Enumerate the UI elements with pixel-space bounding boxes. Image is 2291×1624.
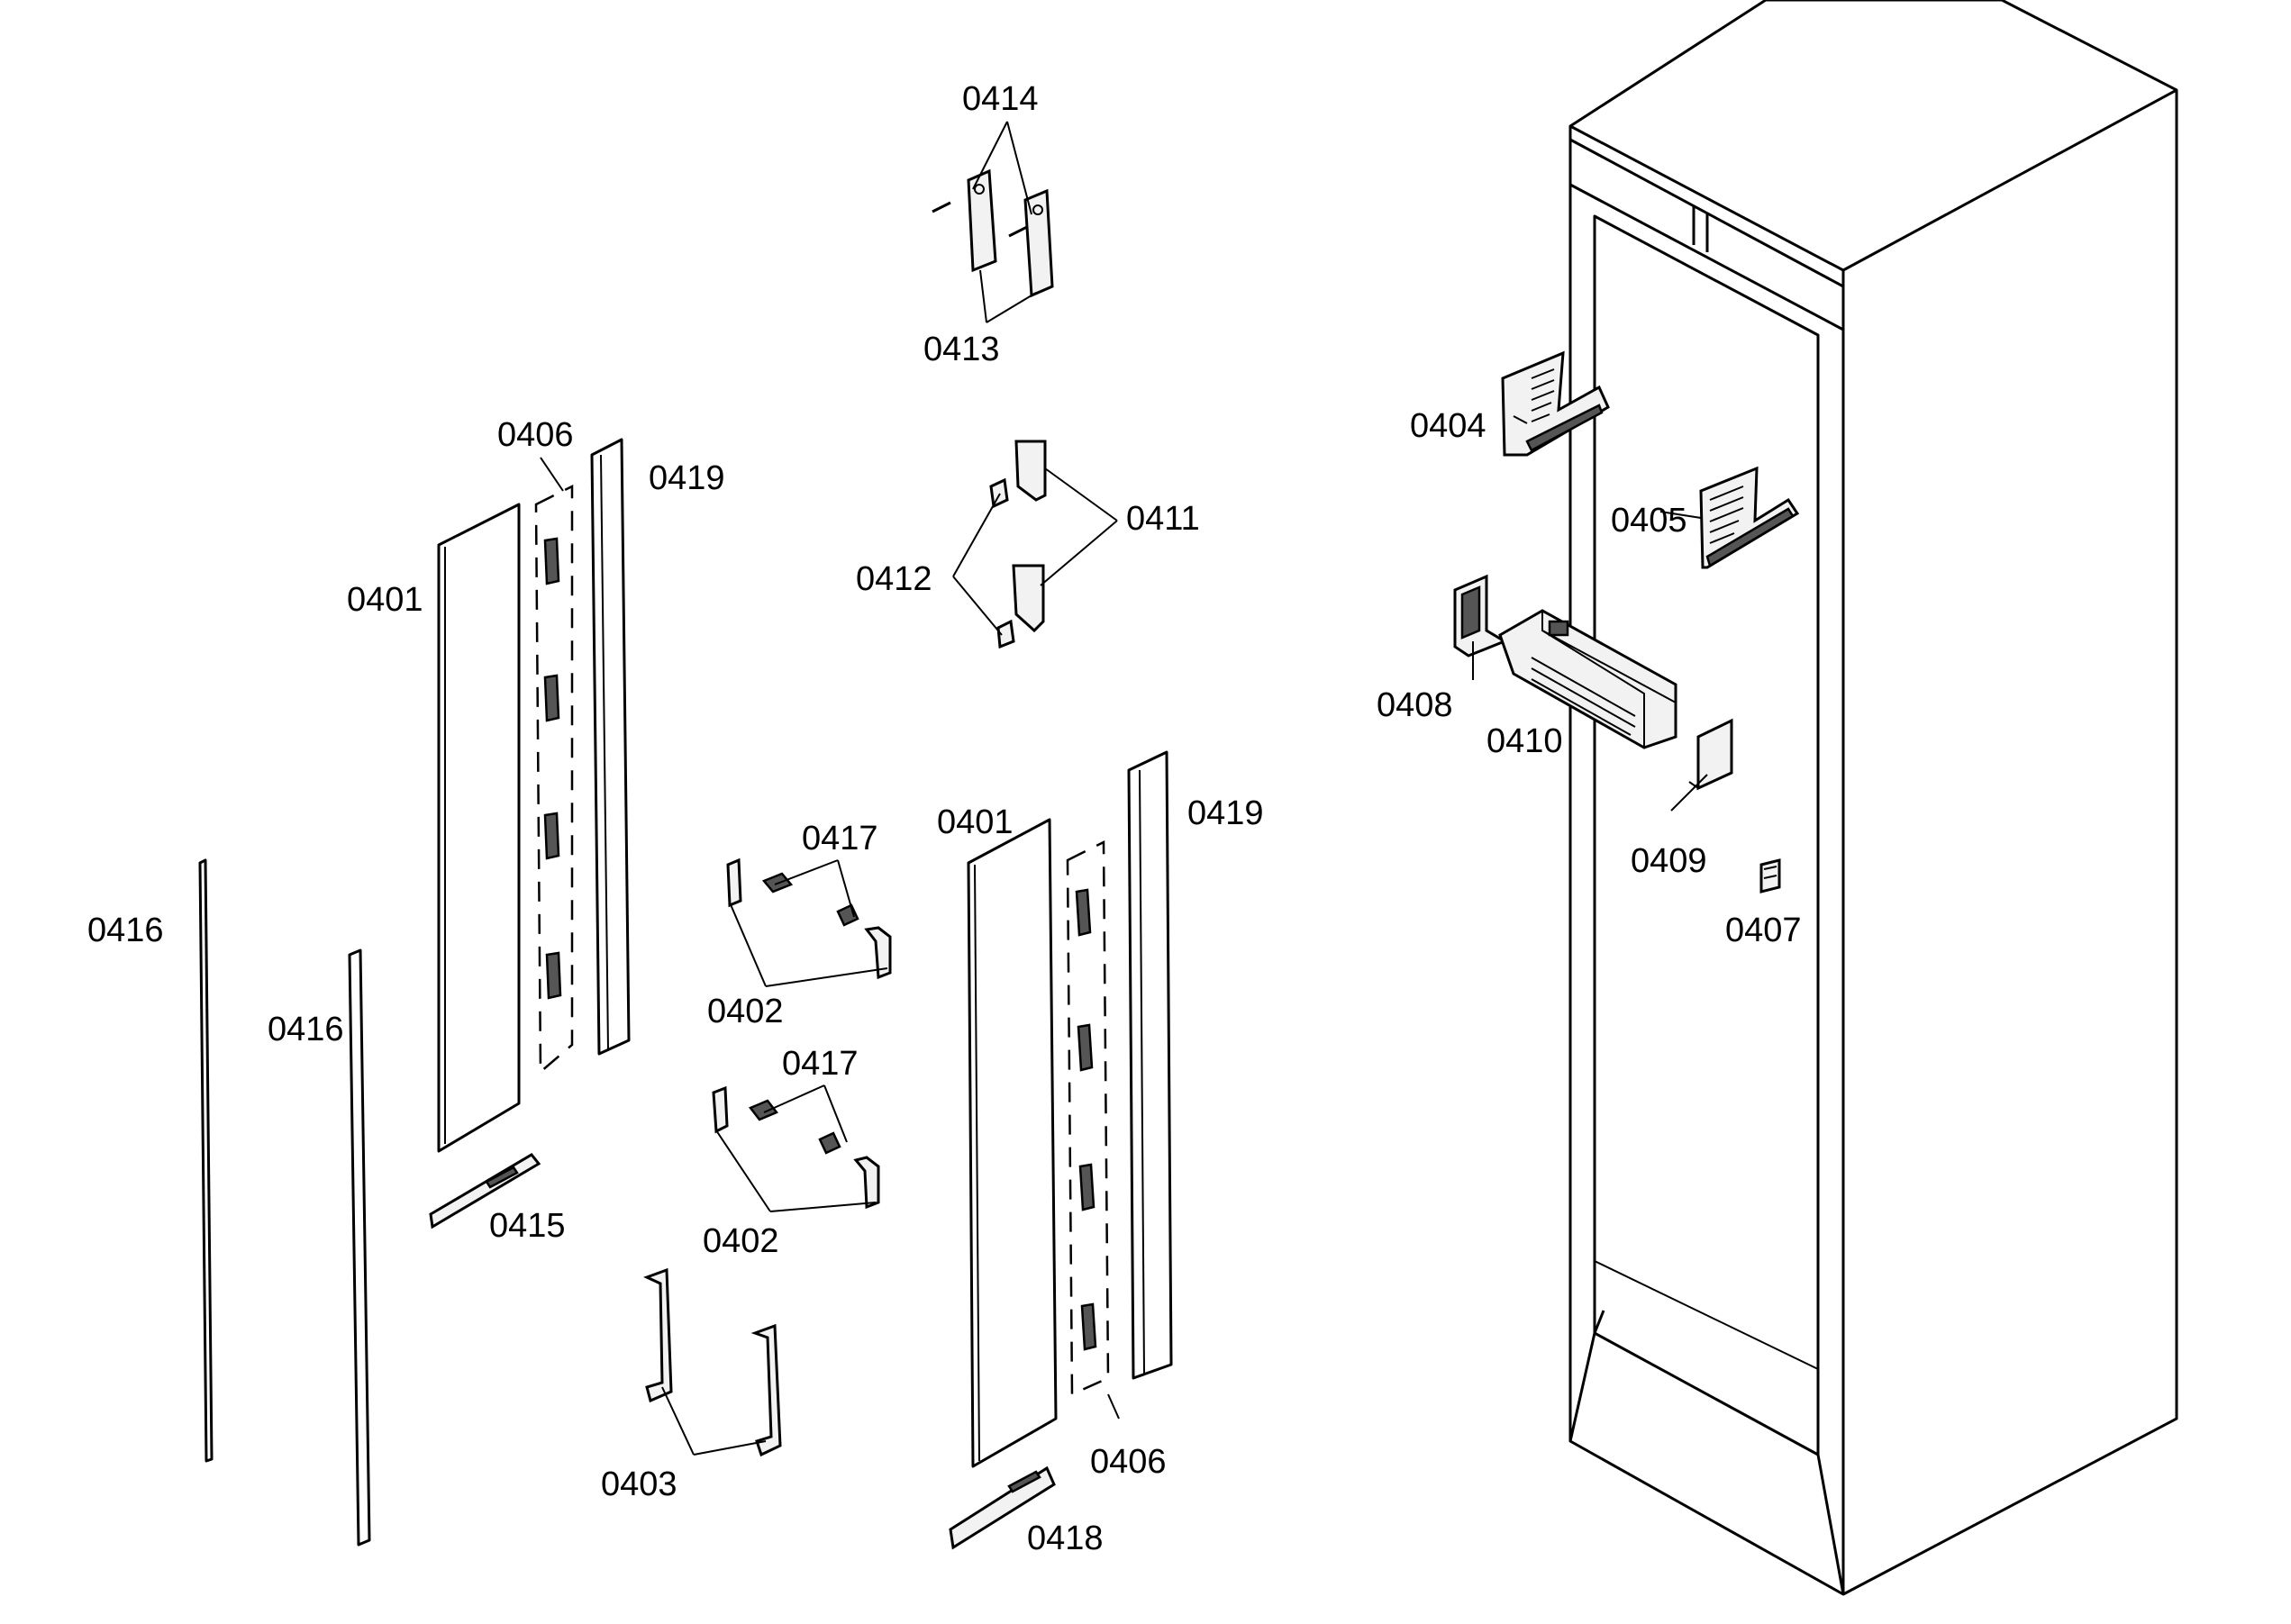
part-0407 <box>1759 858 1781 894</box>
label-0403: 0403 <box>601 1465 677 1503</box>
part-0411-brackets <box>1012 440 1047 633</box>
part-labels: 0414 0413 0411 0412 0406 0419 0401 0404 … <box>87 80 1802 1557</box>
leader-lines <box>540 121 1708 1456</box>
label-0408: 0408 <box>1377 686 1453 724</box>
part-0402-lower <box>712 1085 880 1210</box>
part-0402-upper <box>726 857 892 980</box>
label-0417-lower: 0417 <box>782 1045 859 1083</box>
part-0409 <box>1688 718 1733 791</box>
part-0405 <box>1699 466 1800 569</box>
label-0402-upper: 0402 <box>707 993 784 1030</box>
part-0414-screws <box>932 201 1028 238</box>
label-0412: 0412 <box>856 560 932 598</box>
label-0416-a: 0416 <box>87 912 164 949</box>
part-0401-right-panel <box>967 818 1058 1468</box>
label-0407: 0407 <box>1725 912 1802 949</box>
part-0415 <box>429 1153 541 1229</box>
label-0416-b: 0416 <box>268 1011 344 1048</box>
label-0401-right: 0401 <box>937 803 1014 841</box>
part-0404 <box>1501 350 1610 457</box>
label-0413: 0413 <box>923 331 1000 368</box>
label-0406-left: 0406 <box>497 416 574 454</box>
label-0419-right: 0419 <box>1187 794 1264 832</box>
label-0419-left: 0419 <box>649 459 725 497</box>
part-0401-left-panel <box>437 503 521 1153</box>
label-0405: 0405 <box>1611 502 1687 540</box>
label-0415: 0415 <box>489 1207 566 1245</box>
label-0414: 0414 <box>962 80 1039 118</box>
label-0418: 0418 <box>1027 1520 1104 1557</box>
part-0416-trim-b <box>348 948 371 1547</box>
label-0417-upper: 0417 <box>802 820 878 857</box>
label-0411: 0411 <box>1126 500 1200 538</box>
part-0413-plates <box>967 168 1054 298</box>
part-0419-right-trim <box>1127 750 1173 1380</box>
label-0406-right: 0406 <box>1090 1443 1167 1481</box>
label-0402-lower: 0402 <box>703 1222 779 1260</box>
part-0416-trim-a <box>198 858 214 1463</box>
label-0401-left: 0401 <box>347 581 423 619</box>
part-0419-left-trim <box>590 438 631 1056</box>
cabinet <box>1568 0 2178 1596</box>
label-0404: 0404 <box>1410 407 1486 445</box>
part-0418 <box>949 1465 1056 1550</box>
part-0406-right-strip <box>1066 839 1110 1396</box>
part-0410 <box>1498 609 1677 749</box>
label-0410: 0410 <box>1486 722 1563 760</box>
part-0412-clips <box>989 477 1015 649</box>
part-0417-lower <box>749 1099 841 1155</box>
label-0409: 0409 <box>1631 842 1707 880</box>
part-0408 <box>1453 574 1508 658</box>
part-0403 <box>643 1267 782 1457</box>
part-0406-left-strip <box>534 484 574 1075</box>
